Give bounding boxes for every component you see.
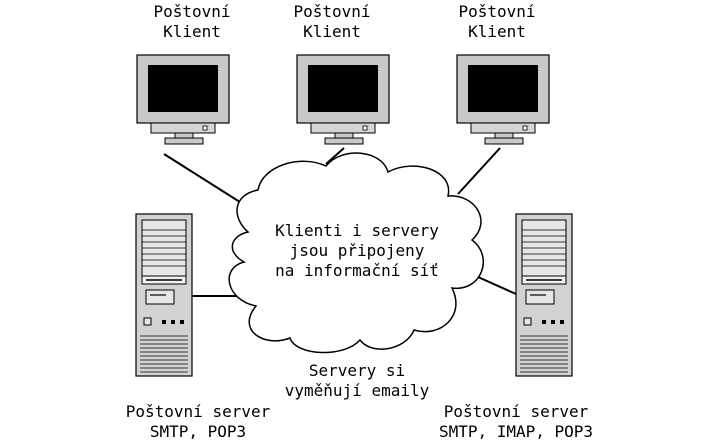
exchange-note-line1: Servery si (308, 361, 406, 380)
client-label-3-line2: Klient (468, 22, 526, 41)
exchange-note-line2: vyměňují emaily (284, 381, 430, 400)
client-label-2: Poštovní Klient (252, 2, 412, 42)
client-monitor-icon-2 (296, 54, 390, 145)
client-label-2-line1: Poštovní (293, 2, 371, 21)
server-label-left-line2: SMTP, POP3 (149, 422, 247, 441)
link-server-right (477, 276, 517, 295)
link-client-2 (325, 147, 345, 165)
cloud-text-line2: jsou připojeny (289, 241, 425, 260)
client-label-3: Poštovní Klient (417, 2, 577, 42)
server-label-right-line2: SMTP, IMAP, POP3 (438, 422, 594, 441)
server-tower-icon-right (515, 213, 573, 377)
server-label-right: Poštovní server SMTP, IMAP, POP3 (416, 402, 616, 442)
server-label-right-line1: Poštovní server (443, 402, 589, 421)
client-label-1: Poštovní Klient (112, 2, 272, 42)
client-monitor-icon-1 (136, 54, 230, 145)
cloud-text-line1: Klienti i servery (275, 221, 439, 240)
server-tower-icon-left (135, 213, 193, 377)
client-monitor-icon-3 (456, 54, 550, 145)
network-cloud-icon (228, 152, 484, 354)
client-label-1-line1: Poštovní (153, 2, 231, 21)
cloud-text: Klienti i servery jsou připojeny na info… (247, 221, 467, 281)
exchange-note: Servery si vyměňují emaily (247, 361, 467, 401)
cloud-text-line3: na informační síť (275, 261, 439, 280)
link-client-3 (457, 147, 501, 195)
client-label-2-line2: Klient (303, 22, 361, 41)
client-label-3-line1: Poštovní (458, 2, 536, 21)
server-label-left-line1: Poštovní server (125, 402, 271, 421)
client-label-1-line2: Klient (163, 22, 221, 41)
server-label-left: Poštovní server SMTP, POP3 (98, 402, 298, 442)
